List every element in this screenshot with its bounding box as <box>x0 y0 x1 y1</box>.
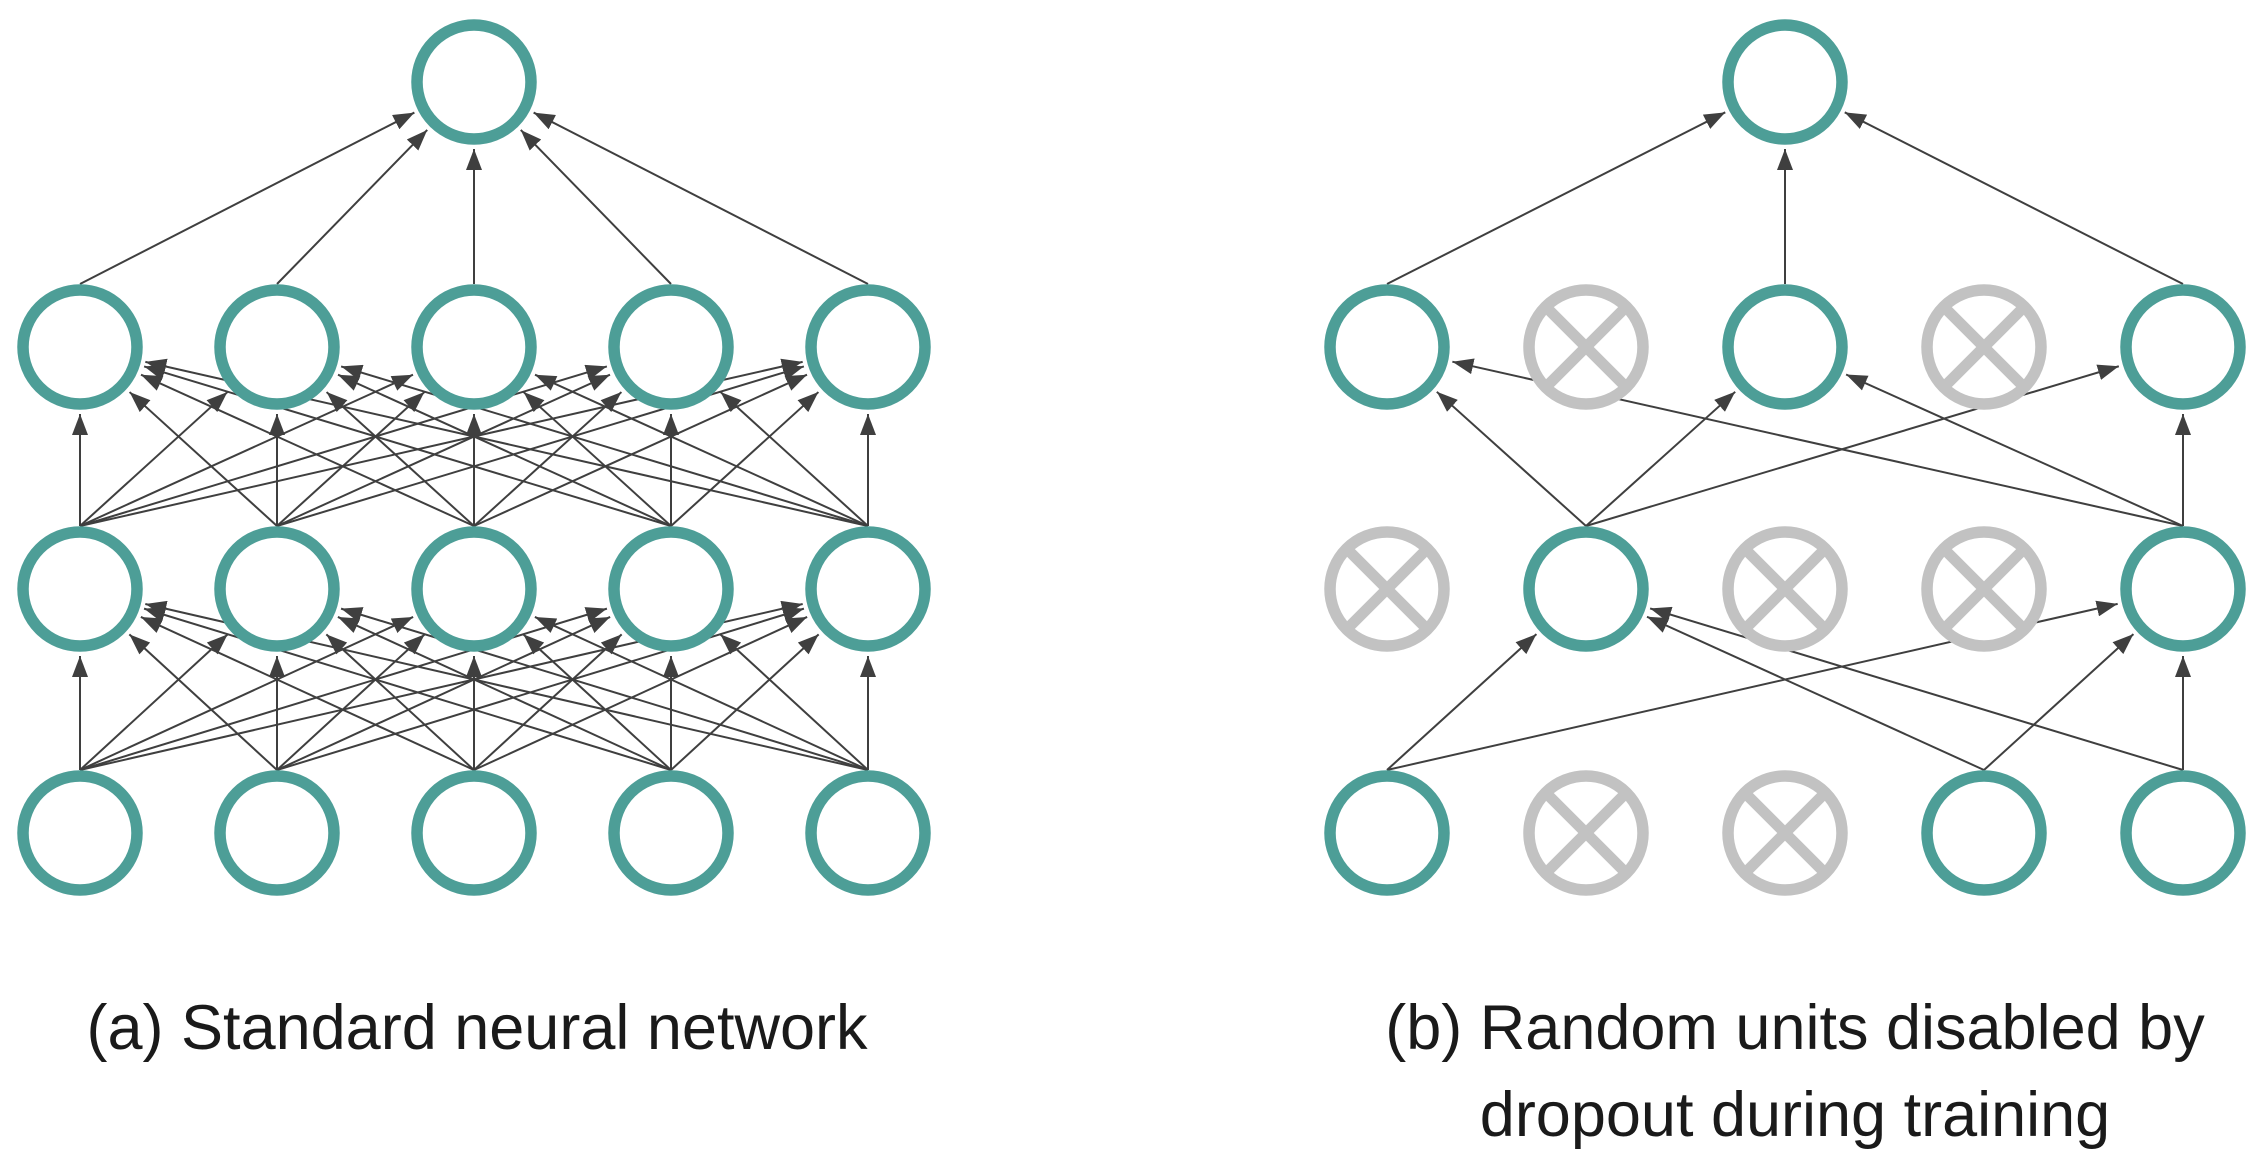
connection-arrow <box>1386 633 1538 771</box>
connection-arrow <box>1436 391 1587 527</box>
neuron-node-active <box>1722 19 1848 145</box>
connection-arrow <box>143 607 672 771</box>
neuron-node-active <box>214 526 340 652</box>
connection-arrow <box>276 373 611 527</box>
connection-arrow <box>276 391 426 527</box>
connection-arrow <box>79 633 229 771</box>
diagram-a-nodes <box>17 19 931 896</box>
connection-arrow <box>140 373 475 527</box>
neuron-node-active <box>411 284 537 410</box>
diagram-b-edges <box>1386 111 2191 771</box>
connection-arrow <box>670 391 820 527</box>
connection-arrow <box>337 616 672 771</box>
connection-arrow <box>534 373 869 527</box>
neuron-node-active <box>1324 284 1450 410</box>
neuron-node-active <box>411 526 537 652</box>
connection-arrow <box>79 391 229 527</box>
caption-a: (a) Standard neural network <box>87 985 868 1072</box>
connection-arrow <box>1844 111 2184 285</box>
neuron-node-active <box>805 526 931 652</box>
connection-arrow <box>79 111 415 285</box>
connection-arrow <box>325 391 475 527</box>
connection-arrow <box>1845 373 2184 527</box>
connection-arrow <box>276 607 805 771</box>
connection-arrow <box>337 373 672 527</box>
neuron-node-active <box>214 770 340 896</box>
connection-arrow <box>473 616 808 771</box>
network-diagram-b <box>1324 19 2246 896</box>
neuron-node-active <box>17 526 143 652</box>
connection-arrow <box>1386 111 1726 285</box>
connection-arrow <box>1649 606 2184 771</box>
connection-arrow <box>325 633 475 771</box>
connection-arrow <box>276 633 426 771</box>
caption-b: (b) Random units disabled by dropout dur… <box>1385 985 2204 1159</box>
connection-arrow <box>276 616 611 771</box>
connection-arrow <box>534 616 869 771</box>
neuron-node-active <box>608 770 734 896</box>
caption-b-line1: (b) Random units disabled by <box>1385 993 2205 1063</box>
neuron-node-active <box>2120 284 2246 410</box>
disabled-cross-icon <box>1545 306 1627 388</box>
connection-arrow <box>79 607 608 771</box>
neuron-node-active <box>1523 526 1649 652</box>
connection-arrow <box>128 391 278 527</box>
connection-arrow <box>522 633 672 771</box>
network-diagram-a <box>17 19 931 896</box>
connection-arrow <box>79 364 608 527</box>
connection-arrow <box>473 391 623 527</box>
neuron-node-active <box>805 284 931 410</box>
connection-arrow <box>533 111 869 285</box>
connection-arrow <box>1983 633 2135 771</box>
disabled-cross-icon <box>1943 548 2025 630</box>
connection-arrow <box>1585 364 2120 527</box>
disabled-cross-icon <box>1744 792 1826 874</box>
connection-arrow <box>140 616 475 771</box>
connection-arrow <box>473 633 623 771</box>
caption-a-line1: (a) Standard neural network <box>86 993 868 1063</box>
neuron-node-active <box>608 284 734 410</box>
neuron-node-active <box>1722 284 1848 410</box>
connection-arrow <box>1585 391 1736 527</box>
connection-arrow <box>670 633 820 771</box>
diagram-b-nodes <box>1324 19 2246 896</box>
connection-arrow <box>79 616 414 771</box>
disabled-cross-icon <box>1943 306 2025 388</box>
connection-arrow <box>719 391 869 527</box>
connection-arrow <box>522 391 672 527</box>
neuron-node-active <box>2120 526 2246 652</box>
connection-arrow <box>520 129 672 285</box>
neuron-node-active <box>411 770 537 896</box>
connection-arrow <box>276 129 428 285</box>
diagram-a-edges <box>72 111 876 771</box>
neuron-node-active <box>608 526 734 652</box>
connection-arrow <box>719 633 869 771</box>
neuron-node-active <box>411 19 537 145</box>
disabled-cross-icon <box>1744 548 1826 630</box>
neuron-node-active <box>1921 770 2047 896</box>
caption-b-line2: dropout during training <box>1479 1080 2111 1150</box>
neuron-node-active <box>2120 770 2246 896</box>
neuron-node-active <box>17 770 143 896</box>
neuron-node-active <box>805 770 931 896</box>
connection-arrow <box>79 373 414 527</box>
neuron-node-active <box>214 284 340 410</box>
connection-arrow <box>128 633 278 771</box>
connection-arrow <box>1646 615 1985 771</box>
disabled-cross-icon <box>1346 548 1428 630</box>
neuron-node-active <box>17 284 143 410</box>
connection-arrow <box>340 364 869 527</box>
connection-arrow <box>143 364 672 527</box>
connection-arrow <box>340 607 869 771</box>
connection-arrow <box>276 364 805 527</box>
neuron-node-active <box>1324 770 1450 896</box>
disabled-cross-icon <box>1545 792 1627 874</box>
connection-arrow <box>473 373 808 527</box>
